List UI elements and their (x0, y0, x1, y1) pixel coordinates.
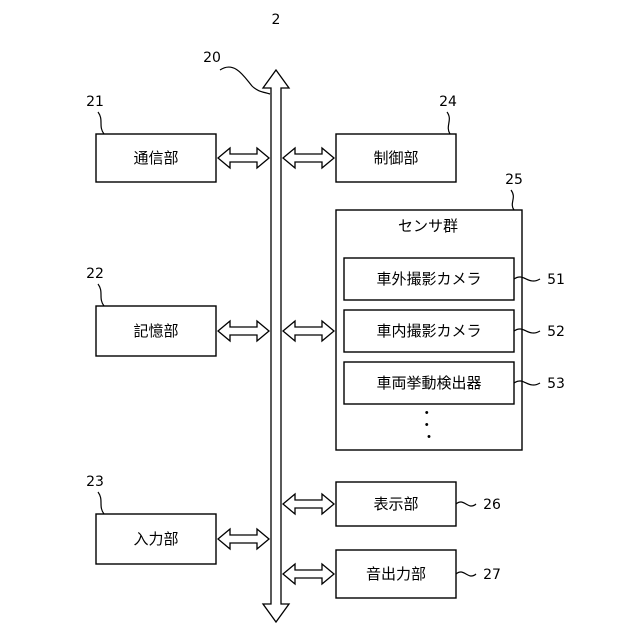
figure-number: 2 (272, 12, 281, 28)
exterior-camera-label: 車外撮影カメラ (376, 270, 481, 288)
audio-output-unit-label: 音出力部 (366, 565, 426, 583)
sensor-group-label: センサ群 (398, 217, 458, 235)
storage-unit-connector (218, 321, 269, 341)
control-unit-label: 制御部 (373, 149, 418, 167)
audio-output-unit-ref: 27 (483, 567, 501, 583)
communication-unit-connector (218, 148, 269, 168)
vehicle-behavior-detector-ref: 53 (547, 376, 565, 392)
control-unit-ref: 24 (439, 94, 457, 110)
interior-camera-label: 車内撮影カメラ (376, 322, 481, 340)
storage-unit-leader (98, 284, 104, 306)
storage-unit-label: 記憶部 (133, 322, 178, 340)
input-unit-leader (98, 492, 104, 514)
audio-output-unit-leader (456, 572, 476, 576)
communication-unit-label: 通信部 (133, 149, 178, 167)
communication-unit-leader (98, 112, 104, 134)
display-unit-label: 表示部 (373, 495, 418, 513)
display-unit-leader (456, 502, 476, 506)
input-unit-label: 入力部 (133, 530, 178, 548)
input-unit-connector (218, 529, 269, 549)
vehicle-behavior-detector-label: 車両挙動検出器 (376, 374, 481, 392)
interior-camera-ref: 52 (547, 324, 565, 340)
display-unit-connector (283, 494, 334, 514)
control-unit-leader (447, 112, 450, 134)
control-unit-connector (283, 148, 334, 168)
sensor-group-leader (511, 190, 514, 210)
communication-unit-ref: 21 (86, 94, 104, 110)
exterior-camera-ref: 51 (547, 272, 565, 288)
bus-leader-line (220, 67, 270, 94)
sensor-group-connector (283, 321, 334, 341)
bus-ref: 20 (203, 50, 221, 66)
input-unit-ref: 23 (86, 474, 104, 490)
storage-unit-ref: 22 (86, 266, 104, 282)
audio-output-unit-connector (283, 564, 334, 584)
more-sensors-ellipsis: ・ ・ ・ (420, 406, 438, 446)
display-unit-ref: 26 (483, 497, 501, 513)
sensor-group-ref: 25 (505, 172, 523, 188)
